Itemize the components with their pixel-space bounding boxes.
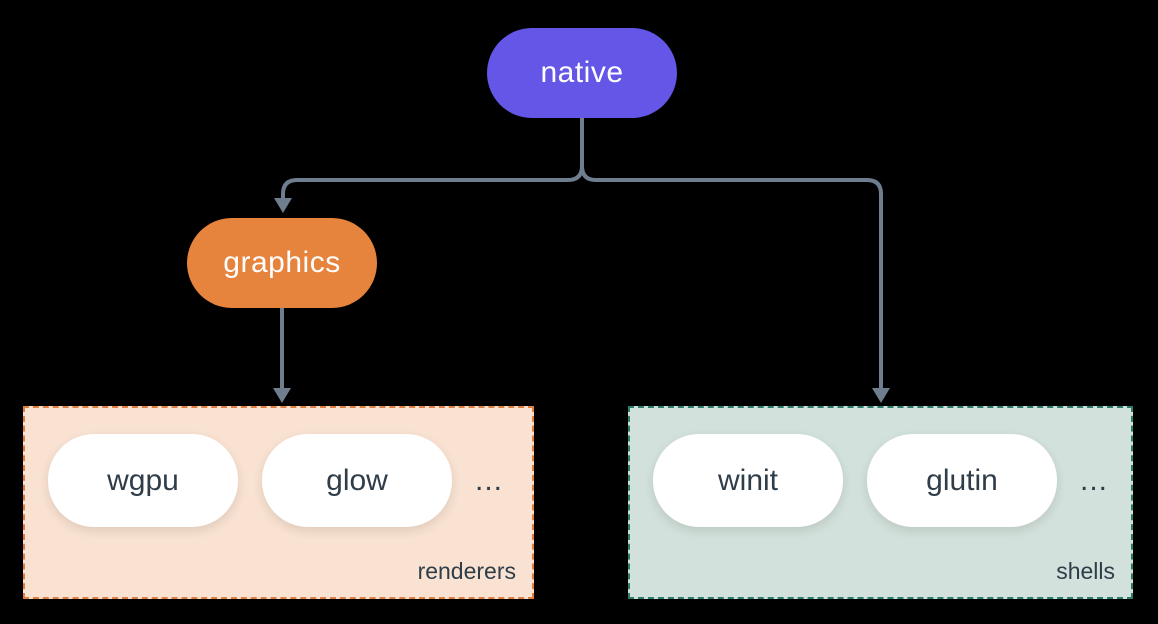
edge-native-graphics <box>281 118 584 199</box>
node-glutin: glutin <box>867 434 1057 527</box>
node-native: native <box>487 28 677 118</box>
node-winit-label: winit <box>717 463 778 497</box>
renderers-ellipsis: ... <box>475 463 504 497</box>
node-glutin-label: glutin <box>926 463 998 497</box>
arrowhead-shells <box>872 388 890 403</box>
node-graphics: graphics <box>187 218 377 308</box>
node-winit: winit <box>653 434 843 527</box>
node-wgpu: wgpu <box>48 434 238 527</box>
node-native-label: native <box>540 56 624 89</box>
node-graphics-label: graphics <box>223 246 341 279</box>
group-renderers: wgpu glow ... renderers <box>23 406 534 599</box>
arrowhead-renderers <box>273 388 291 403</box>
group-shells: winit glutin ... shells <box>628 406 1133 599</box>
arrowhead-graphics <box>274 198 292 213</box>
shells-ellipsis: ... <box>1080 463 1109 497</box>
renderers-group-label: renderers <box>417 558 516 584</box>
edge-native-shells <box>580 118 883 389</box>
node-wgpu-label: wgpu <box>107 463 179 497</box>
node-glow: glow <box>262 434 452 527</box>
node-glow-label: glow <box>326 463 388 497</box>
shells-group-label: shells <box>1056 558 1115 584</box>
